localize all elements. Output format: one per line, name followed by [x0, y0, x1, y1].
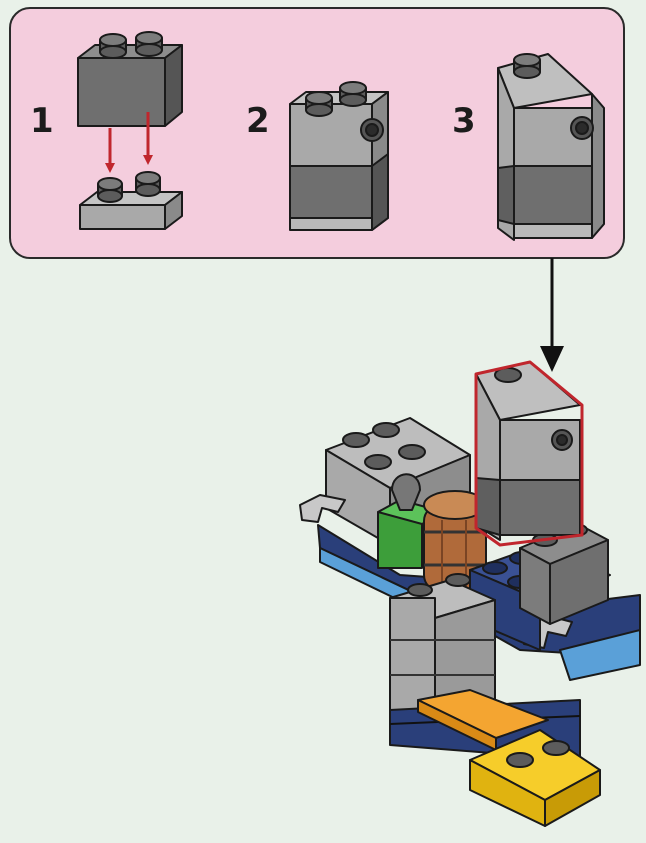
main-model: [299, 360, 641, 827]
stud: [135, 31, 163, 57]
down-arrow-icon: [540, 258, 564, 372]
stud: [97, 177, 123, 203]
base-plate-medium-blue: [559, 629, 641, 681]
torch-piece: [391, 473, 421, 511]
step-1-illustration: [77, 31, 183, 230]
stud: [339, 81, 367, 107]
step-number-2: 2: [246, 101, 270, 141]
step-number-1: 1: [30, 101, 54, 141]
stud: [305, 91, 333, 117]
subassembly-callout: 1: [9, 7, 625, 259]
claw-piece-left: [299, 494, 346, 523]
step-2-illustration: [289, 81, 389, 231]
stud: [135, 171, 161, 197]
stud: [99, 33, 127, 59]
step-number-3: 3: [452, 101, 476, 141]
stud: [513, 53, 541, 79]
step-3-illustration: [497, 53, 605, 241]
highlighted-subassembly: [474, 360, 584, 547]
